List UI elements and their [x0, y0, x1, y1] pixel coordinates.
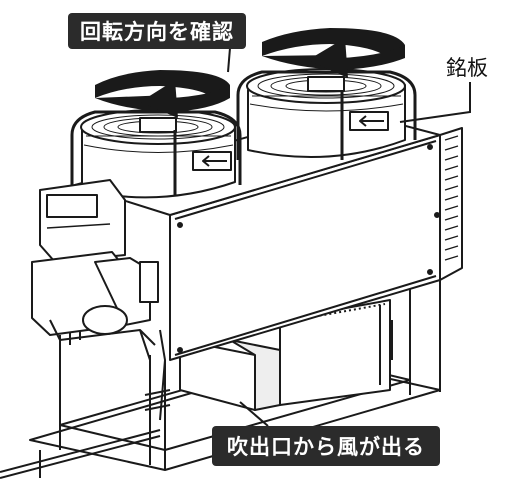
curved-arrow-left-icon	[95, 70, 230, 118]
fan-right	[236, 68, 417, 160]
rotation-check-label: 回転方向を確認	[68, 13, 246, 49]
left-arrow-icon	[349, 111, 389, 131]
left-arrow-icon	[192, 151, 232, 171]
air-outlet-label: 吹出口から風が出る	[212, 426, 440, 466]
curved-arrow-left-icon	[262, 28, 405, 78]
control-box	[31, 179, 171, 421]
fan-left	[70, 109, 242, 199]
main-panel	[169, 127, 463, 361]
nameplate-label: 銘板	[446, 56, 488, 80]
leader-lines	[227, 47, 471, 427]
